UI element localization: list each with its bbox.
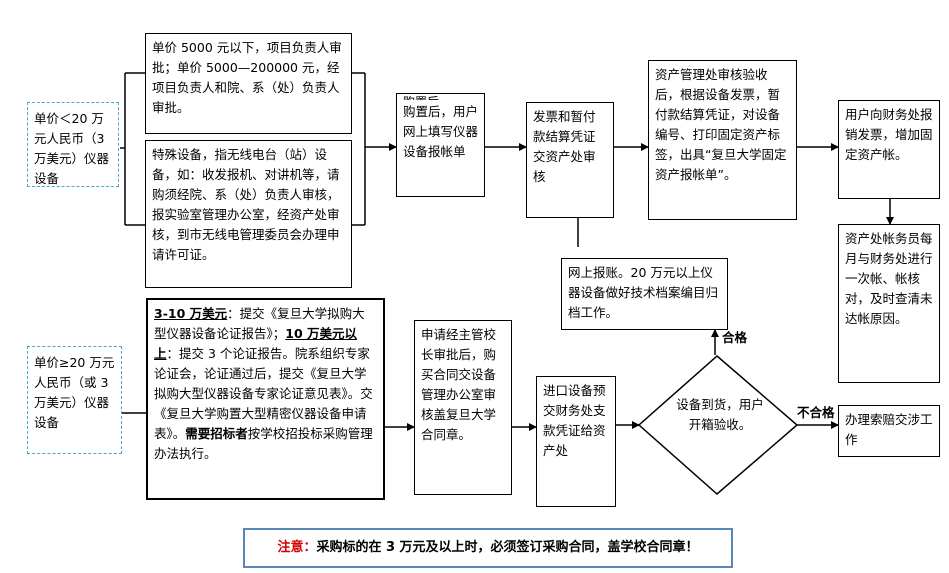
asset-review-text: 资产管理处审核验收后，根据设备发票，暂付款结算凭证，对设备编号、打印固定资产标签… [655,67,787,182]
claim-text: 办理索赔交涉工作 [845,412,933,447]
large-range-over-10: 10 万美元以上 [154,326,358,361]
note-prefix: 注意： [277,540,317,555]
large-text-2: ：提交 3 个论证报告。院系组织专家论证会，论证通过后，提交《复旦大学拟购大型仪… [154,346,373,441]
note-box: 注意：采购标的在 3 万元及以上时，必须签订采购合同，盖学校合同章！ [243,528,733,568]
invoice-text: 发票和暂付款结算凭证交资产处审核 [533,109,596,184]
purchase-text: 购置后，用户网上填写仪器设备报帐单 [403,104,479,159]
large-range-3-10: 3-10 万美元 [154,306,228,321]
import-pay-box: 进口设备预交财务处支款凭证给资产处 [536,376,616,507]
approval-special-box: 特殊设备，指无线电台（站）设备，如：收发报机、对讲机等，请购须经院、系（处）负责… [145,140,352,288]
large-tender-label: 需要招标者 [185,426,248,441]
note-text: 采购标的在 3 万元及以上时，必须签订采购合同，盖学校合同章！ [316,540,699,555]
large-text-3: 按学校招投标采购管理办法执行。 [154,426,373,461]
contract-text: 申请经主管校长审批后，购买合同交设备管理办公室审核盖复旦大学合同章。 [421,327,497,442]
approval-under-5000-box: 单价 5000 元以下，项目负责人审批；单价 5000—200000 元，经项目… [145,33,352,134]
contract-box: 申请经主管校长审批后，购买合同交设备管理办公室审核盖复旦大学合同章。 [414,320,512,495]
approval-special-text: 特殊设备，指无线电台（站）设备，如：收发报机、对讲机等，请购须经院、系（处）负责… [152,147,340,262]
purchase-box: 购置后 购置后，用户网上填写仪器设备报帐单 [396,93,485,197]
asset-review-box: 资产管理处审核验收后，根据设备发票，暂付款结算凭证，对设备编号、打印固定资产标签… [648,60,797,220]
reconcile-text: 资产处帐务员每月与财务处进行一次帐、帐核对，及时查清未达帐原因。 [845,231,933,326]
import-pay-text: 进口设备预交财务处支款凭证给资产处 [543,383,606,458]
invoice-box: 发票和暂付款结算凭证交资产处审核 [526,102,614,218]
fail-label: 不合格 [797,405,835,420]
reconcile-box: 资产处帐务员每月与财务处进行一次帐、帐核对，及时查清未达帐原因。 [838,224,940,383]
online-report-text: 网上报账。20 万元以上仪器设备做好技术档案编目归档工作。 [568,265,719,320]
low-value-text: 单价＜20 万元人民币（3 万美元）仪器设备 [34,111,110,186]
reimburse-box: 用户向财务处报销发票，增加固定资产帐。 [838,100,940,199]
large-text-1: ：提交《复旦大学拟购大型仪器设备论证报告》； [154,306,365,341]
pass-label: 合格 [722,330,748,345]
online-report-box: 网上报账。20 万元以上仪器设备做好技术档案编目归档工作。 [561,258,728,330]
reimburse-text: 用户向财务处报销发票，增加固定资产帐。 [845,107,933,162]
low-value-box: 单价＜20 万元人民币（3 万美元）仪器设备 [27,102,119,187]
large-equipment-box: 3-10 万美元：提交《复旦大学拟购大型仪器设备论证报告》；10 万美元以上：提… [146,298,385,500]
purchase-hidden-title: 购置后 [403,96,478,100]
approval-under-5000-text: 单价 5000 元以下，项目负责人审批；单价 5000—200000 元，经项目… [152,40,342,115]
high-value-box: 单价≥20 万元人民币（或 3 万美元）仪器设备 [27,346,122,454]
high-value-text: 单价≥20 万元人民币（或 3 万美元）仪器设备 [34,355,115,430]
arrival-diamond [637,355,799,495]
claim-box: 办理索赔交涉工作 [838,405,940,457]
arrival-text: 设备到货，用户开箱验收。 [676,397,764,432]
